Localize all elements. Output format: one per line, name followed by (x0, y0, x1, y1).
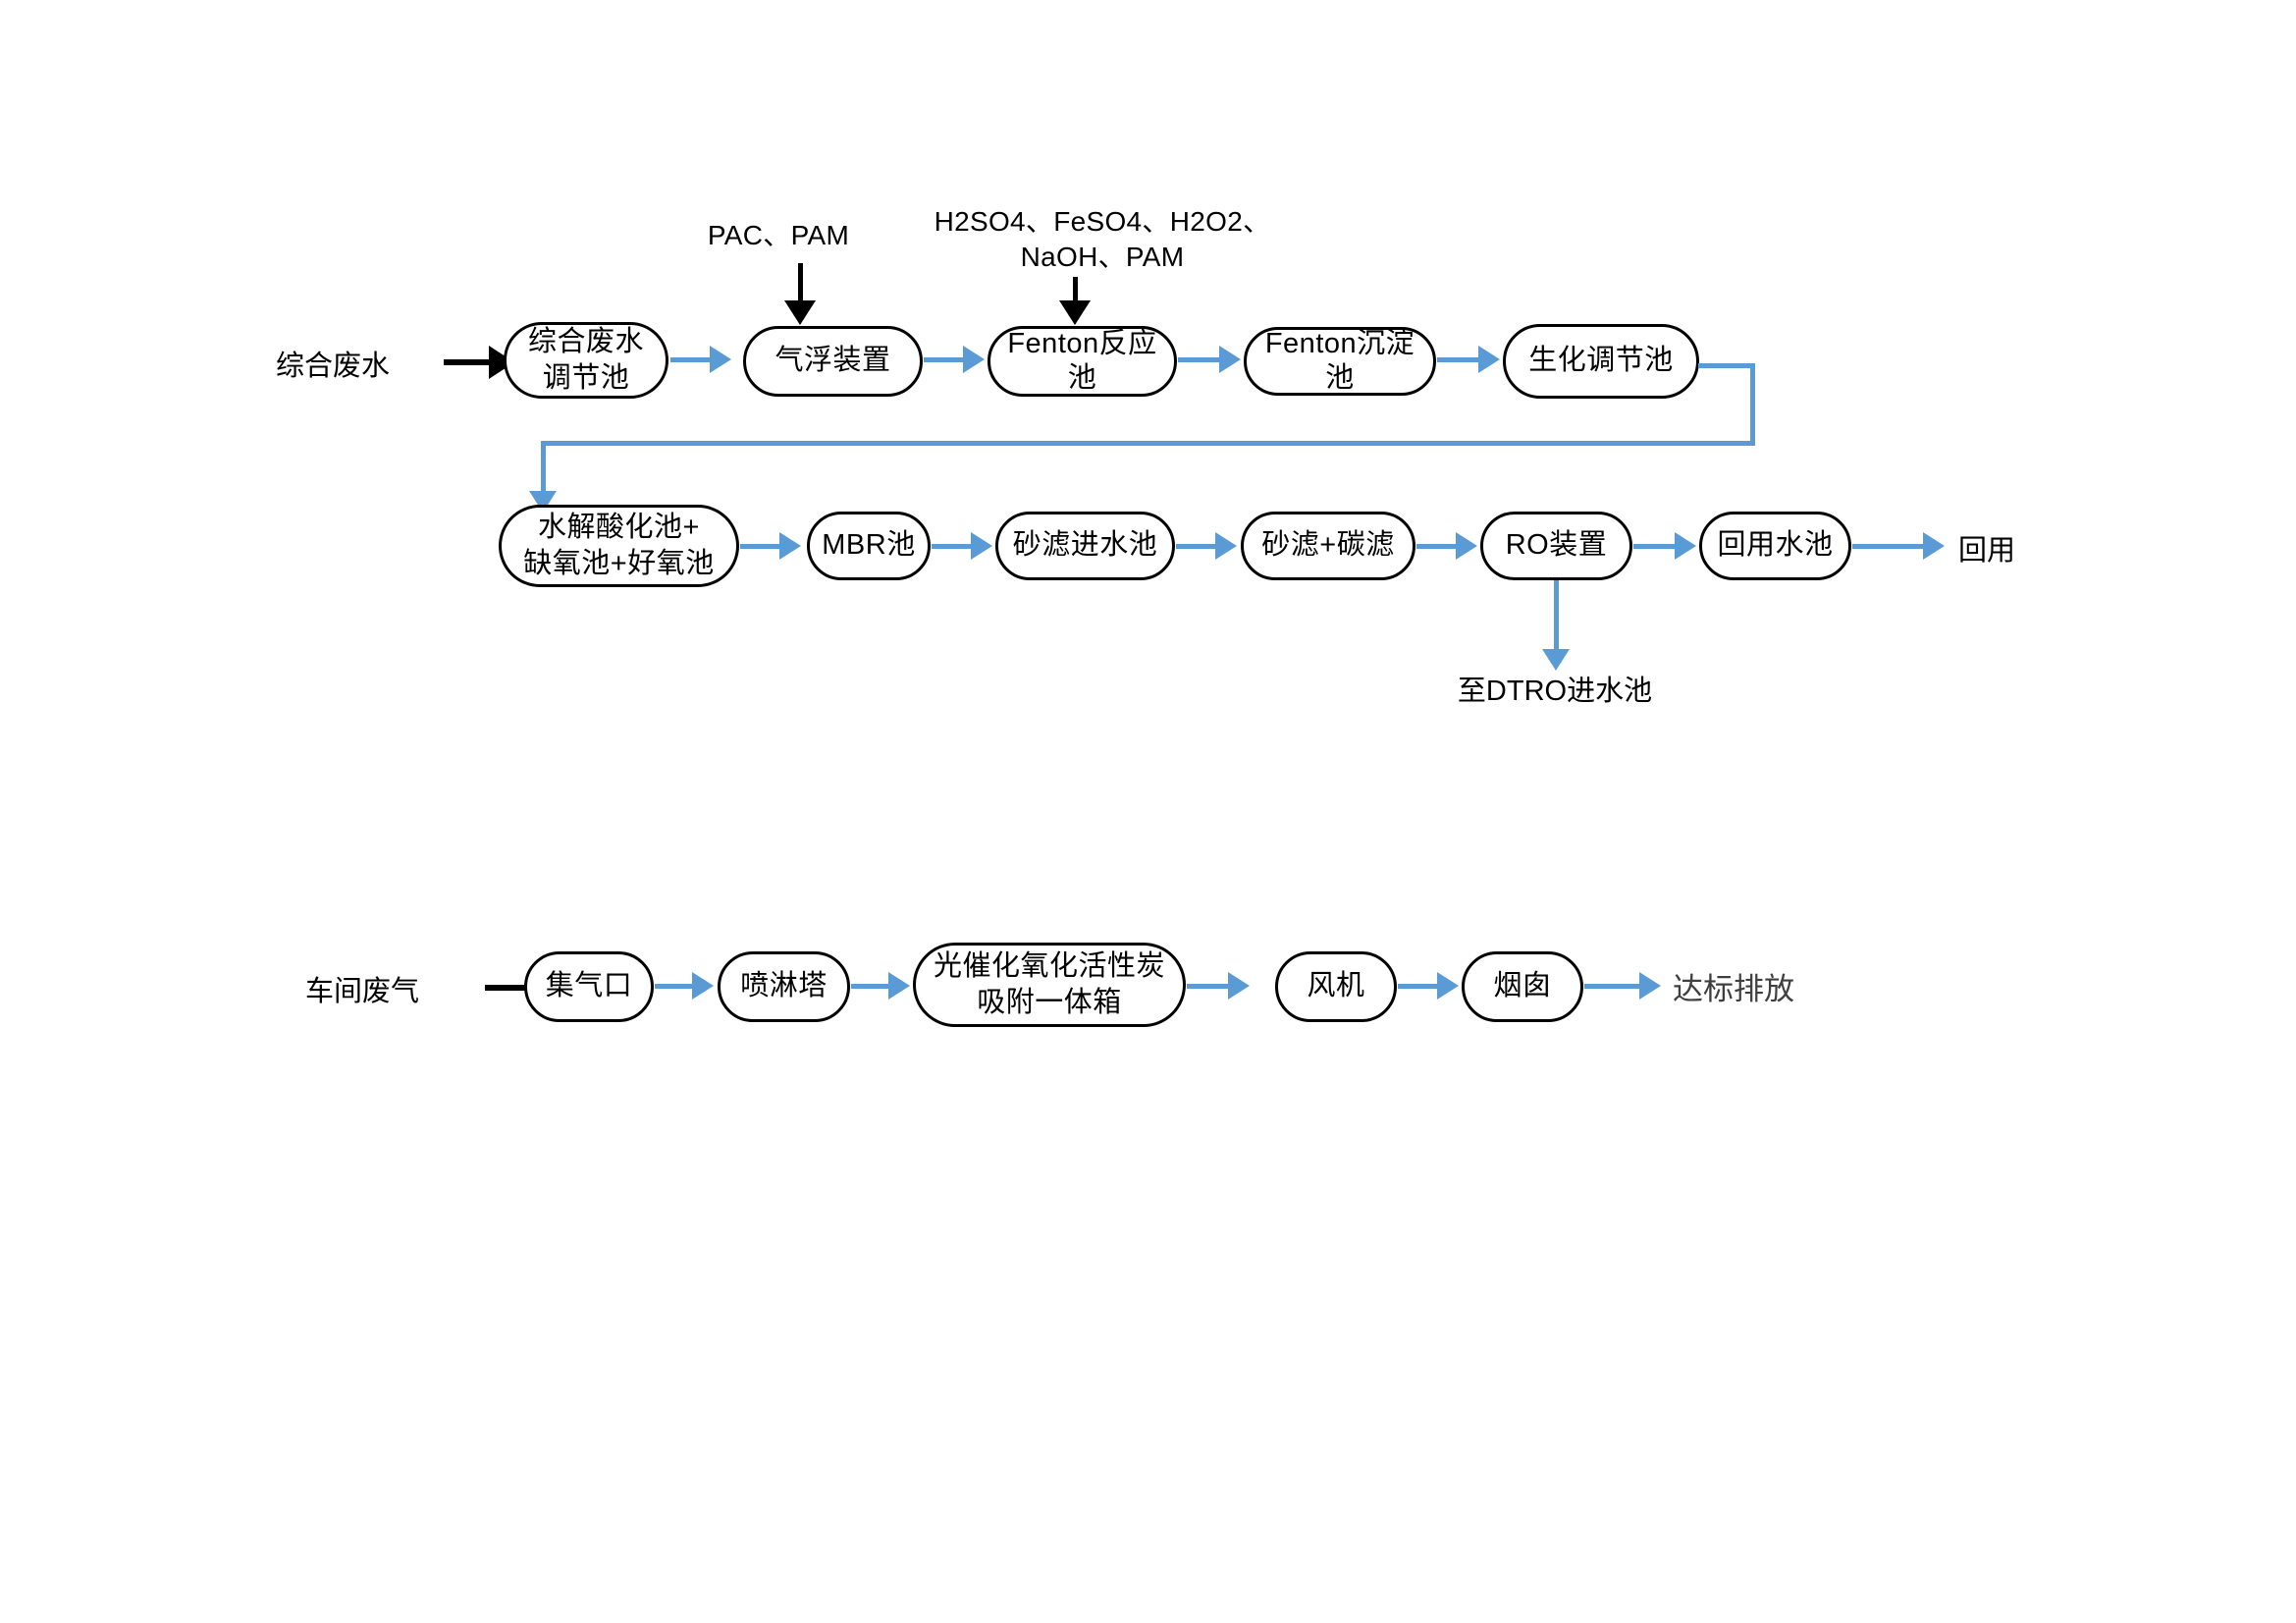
flow-arrow-9-head (1675, 532, 1696, 560)
node-comprehensive-wastewater-tank[interactable]: 综合废水 调节池 (504, 322, 668, 399)
flow-arrow-4-line (1437, 357, 1480, 362)
return-path-segment-bottom (541, 441, 1755, 446)
gas-arrow-3-head (1228, 972, 1250, 1000)
wastewater-inlet-label: 综合废水 (276, 351, 391, 382)
node-chimney[interactable]: 烟囱 (1462, 951, 1583, 1022)
node-spray-tower[interactable]: 喷淋塔 (718, 951, 850, 1022)
gas-arrow-1-line (655, 984, 694, 989)
node-mbr-tank[interactable]: MBR池 (807, 512, 931, 580)
flow-arrow-4-head (1478, 346, 1500, 373)
gas-arrow-4-line (1398, 984, 1439, 989)
return-path-segment-right (1750, 363, 1755, 446)
flow-arrow-3-line (1178, 357, 1221, 362)
gas-arrow-2-head (888, 972, 910, 1000)
reuse-outlet-arrowhead (1923, 532, 1945, 560)
flow-arrow-6-line (932, 544, 973, 549)
flow-arrow-5-line (740, 544, 781, 549)
flow-arrow-6-head (971, 532, 992, 560)
gas-arrow-2-line (851, 984, 890, 989)
node-fenton-reactor[interactable]: Fenton反应池 (988, 326, 1177, 397)
node-gas-collection-port[interactable]: 集气口 (524, 951, 654, 1022)
return-path-segment-top (1698, 363, 1755, 368)
flow-arrow-7-line (1176, 544, 1217, 549)
node-sand-carbon-filter[interactable]: 砂滤+碳滤 (1241, 512, 1415, 580)
flow-arrow-7-head (1215, 532, 1237, 560)
dosing-line-flotation (798, 263, 803, 304)
gas-arrow-1-head (692, 972, 714, 1000)
return-path-segment-left (541, 441, 546, 497)
gas-outlet-line (1584, 984, 1641, 989)
node-hydrolysis-anoxic-aerobic[interactable]: 水解酸化池+ 缺氧池+好氧池 (499, 505, 739, 587)
flow-arrow-5-head (779, 532, 801, 560)
dtro-branch-arrowhead (1542, 649, 1570, 671)
node-air-flotation-unit[interactable]: 气浮装置 (743, 326, 923, 397)
gas-arrow-3-line (1187, 984, 1230, 989)
node-ro-unit[interactable]: RO装置 (1480, 512, 1632, 580)
gas-arrow-4-head (1437, 972, 1459, 1000)
wastegas-inlet-label: 车间废气 (305, 976, 420, 1007)
node-sand-filter-influent-tank[interactable]: 砂滤进水池 (995, 512, 1175, 580)
node-fenton-sedimentation-tank[interactable]: Fenton沉淀池 (1244, 327, 1436, 396)
dosing-line-fenton (1073, 277, 1078, 304)
flow-arrow-2-line (924, 357, 965, 362)
flow-arrow-8-head (1456, 532, 1477, 560)
dtro-branch-line (1554, 580, 1559, 655)
dtro-branch-label: 至DTRO进水池 (1457, 676, 1653, 707)
flow-arrow-3-head (1219, 346, 1241, 373)
flow-arrow-1-head (710, 346, 731, 373)
node-photocatalytic-carbon-box[interactable]: 光催化氧化活性炭 吸附一体箱 (913, 943, 1186, 1027)
node-biochemical-regulating-tank[interactable]: 生化调节池 (1503, 324, 1699, 399)
node-reuse-water-tank[interactable]: 回用水池 (1699, 512, 1851, 580)
flow-arrow-9-line (1633, 544, 1677, 549)
gas-outlet-arrowhead (1639, 972, 1661, 1000)
reuse-outlet-label: 回用 (1958, 535, 2016, 567)
dosing-label-fenton: H2SO4、FeSO4、H2O2、 NaOH、PAM (934, 206, 1271, 273)
dosing-label-flotation: PAC、PAM (707, 220, 850, 250)
wastegas-inlet-line (485, 985, 532, 991)
flow-arrow-1-line (670, 357, 712, 362)
gas-outlet-label: 达标排放 (1673, 972, 1794, 1006)
dosing-arrowhead-flotation (784, 300, 816, 325)
reuse-outlet-line (1852, 544, 1925, 549)
node-fan[interactable]: 风机 (1275, 951, 1397, 1022)
flow-arrow-2-head (963, 346, 985, 373)
wastewater-inlet-line (444, 359, 491, 365)
flow-arrow-8-line (1416, 544, 1458, 549)
dosing-arrowhead-fenton (1059, 300, 1091, 325)
